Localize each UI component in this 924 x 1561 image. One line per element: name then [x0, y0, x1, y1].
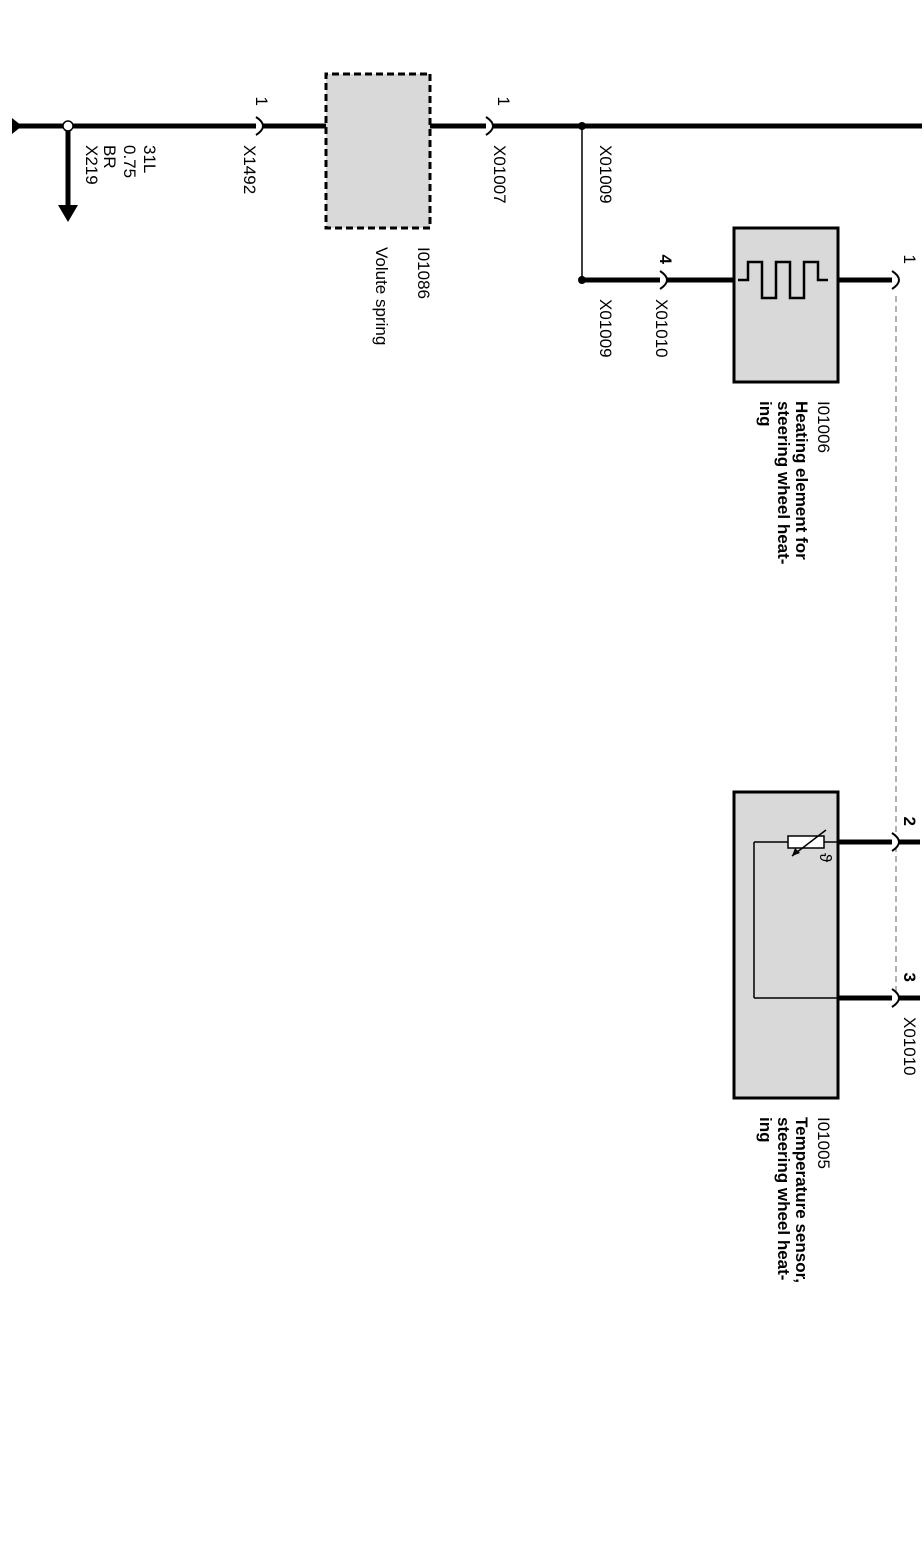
connector-x01010-pin4-number: 4	[656, 255, 675, 265]
thermistor-arrow-head-icon	[792, 848, 800, 856]
volute-spring-name: Volute spring	[372, 247, 391, 345]
connector-x01007-label: X01007	[490, 145, 509, 204]
splice-x01009-top-label: X01009	[596, 145, 615, 204]
splice-x219	[62, 120, 74, 132]
connector-x01010-pin4-icon	[659, 270, 668, 290]
heating-element-name-line1: Heating element for	[792, 401, 811, 560]
heating-coil-icon	[738, 260, 828, 300]
ground-cross-section: 0.75	[120, 145, 139, 178]
connector-x01010-pin2-number: 2	[900, 817, 919, 826]
heating-element-box	[732, 226, 840, 384]
ground-wire-code: 31L	[140, 145, 159, 173]
connector-x01010-pin3-number: 3	[900, 973, 919, 982]
volute-spring-box	[324, 72, 432, 230]
thermistor-symbol: ϑ	[816, 853, 835, 863]
temperature-sensor-name-line1: Temperature sensor,	[792, 1117, 811, 1283]
connector-x01007-pin: 1	[494, 97, 513, 106]
ground-connector-label: X219	[82, 145, 101, 185]
temperature-sensor-box	[732, 790, 840, 1100]
ground-terminal-marker-icon	[12, 118, 22, 134]
ground-arrow-icon	[58, 205, 78, 222]
temperature-sensor-name-line3: ing	[756, 1117, 775, 1143]
connector-x01010-pin1-icon	[891, 270, 900, 290]
heating-element-name-line3: ing	[756, 401, 775, 427]
heating-element-name-line2: steering wheel heat-	[774, 401, 793, 564]
ground-color-code: BR	[100, 145, 119, 169]
connector-x1492-pin: 1	[252, 97, 271, 106]
connector-x01010-pin3-label: X01010	[900, 1017, 919, 1076]
connector-x01007-icon	[485, 116, 494, 136]
volute-spring-id: I01086	[414, 247, 433, 299]
connector-x1492-label: X1492	[240, 145, 259, 194]
temperature-sensor-name-line2: steering wheel heat-	[774, 1117, 793, 1280]
connector-x01010-pin3-icon	[891, 988, 900, 1008]
connector-x1492-icon	[255, 116, 264, 136]
splice-x01009-branch-label: X01009	[596, 299, 615, 358]
connector-x01010-heater-label: X01010	[652, 299, 671, 358]
connector-x01010-pin1-number: 1	[900, 255, 919, 264]
connector-x01010-pin2-icon	[891, 832, 900, 852]
temperature-sensor-id: I01005	[814, 1117, 833, 1169]
heating-element-id: I01006	[814, 401, 833, 453]
